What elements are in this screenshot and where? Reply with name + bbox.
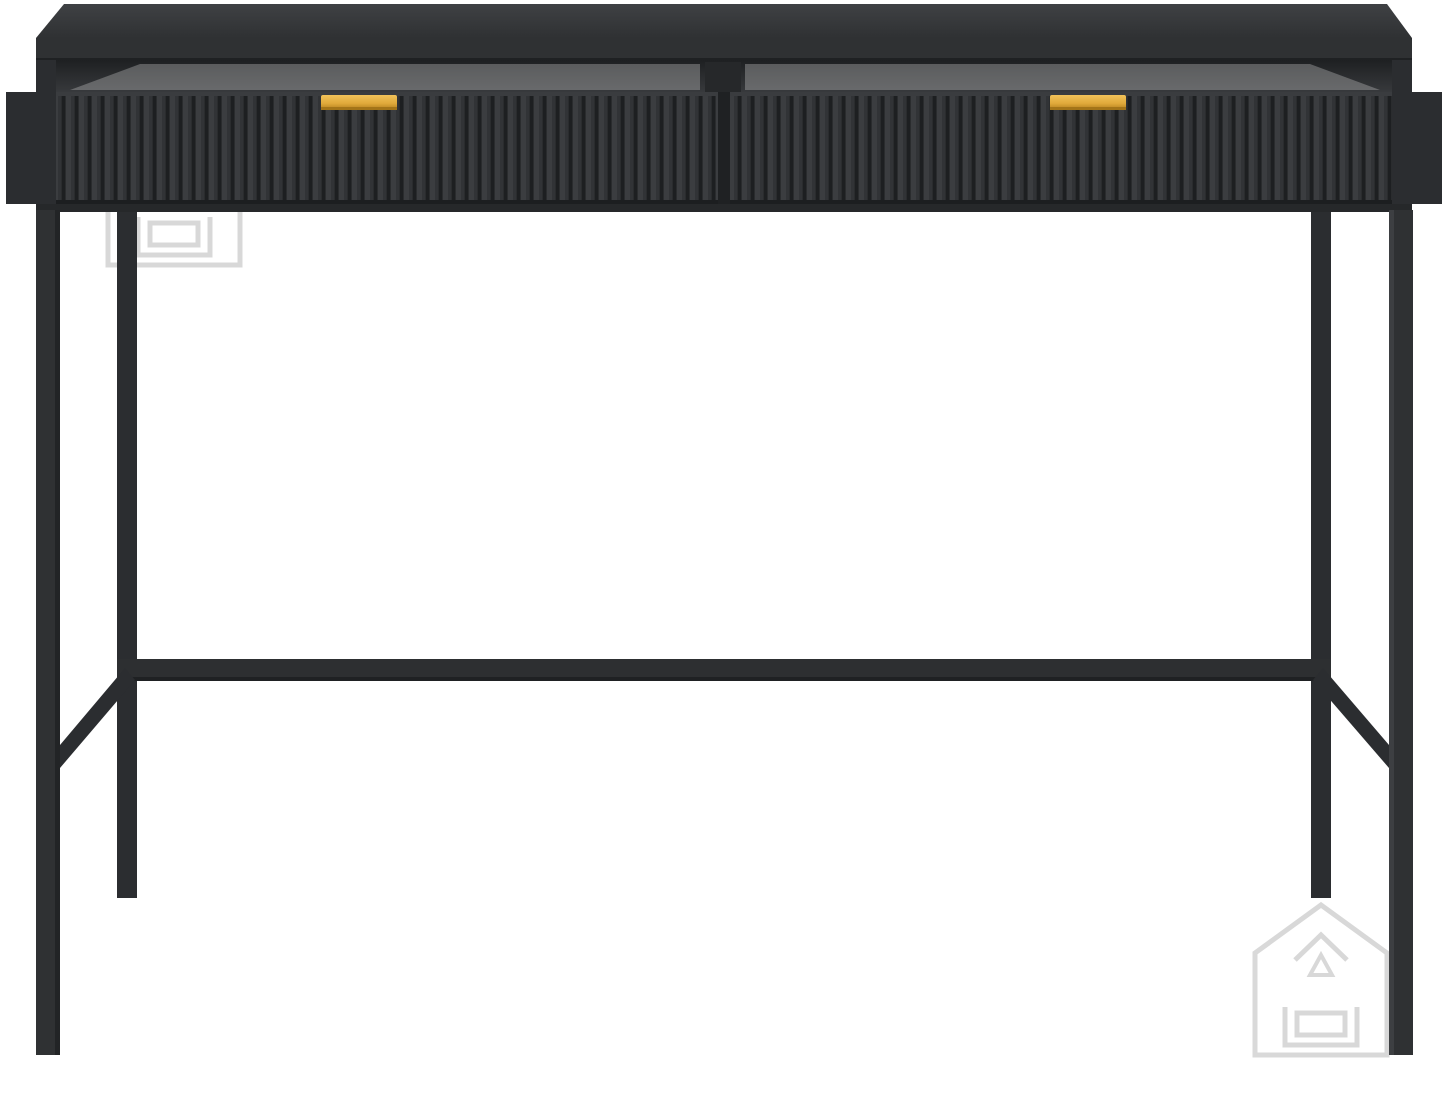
right-side-stretcher: [1313, 668, 1389, 768]
desk-top: [36, 4, 1412, 61]
drawer-cavity: [56, 60, 1392, 96]
left-side-stretcher: [60, 668, 135, 768]
back-left-leg: [117, 212, 137, 898]
back-stretcher: [117, 659, 1331, 681]
left-drawer[interactable]: [6, 92, 718, 204]
house-sofa-watermark-icon: [1255, 905, 1387, 1055]
drawer-divider: [718, 92, 730, 204]
brass-handle[interactable]: [1050, 95, 1126, 110]
brass-handle[interactable]: [321, 95, 397, 110]
right-drawer[interactable]: [730, 92, 1442, 204]
back-right-leg: [1311, 212, 1331, 898]
apron: [36, 204, 1412, 212]
